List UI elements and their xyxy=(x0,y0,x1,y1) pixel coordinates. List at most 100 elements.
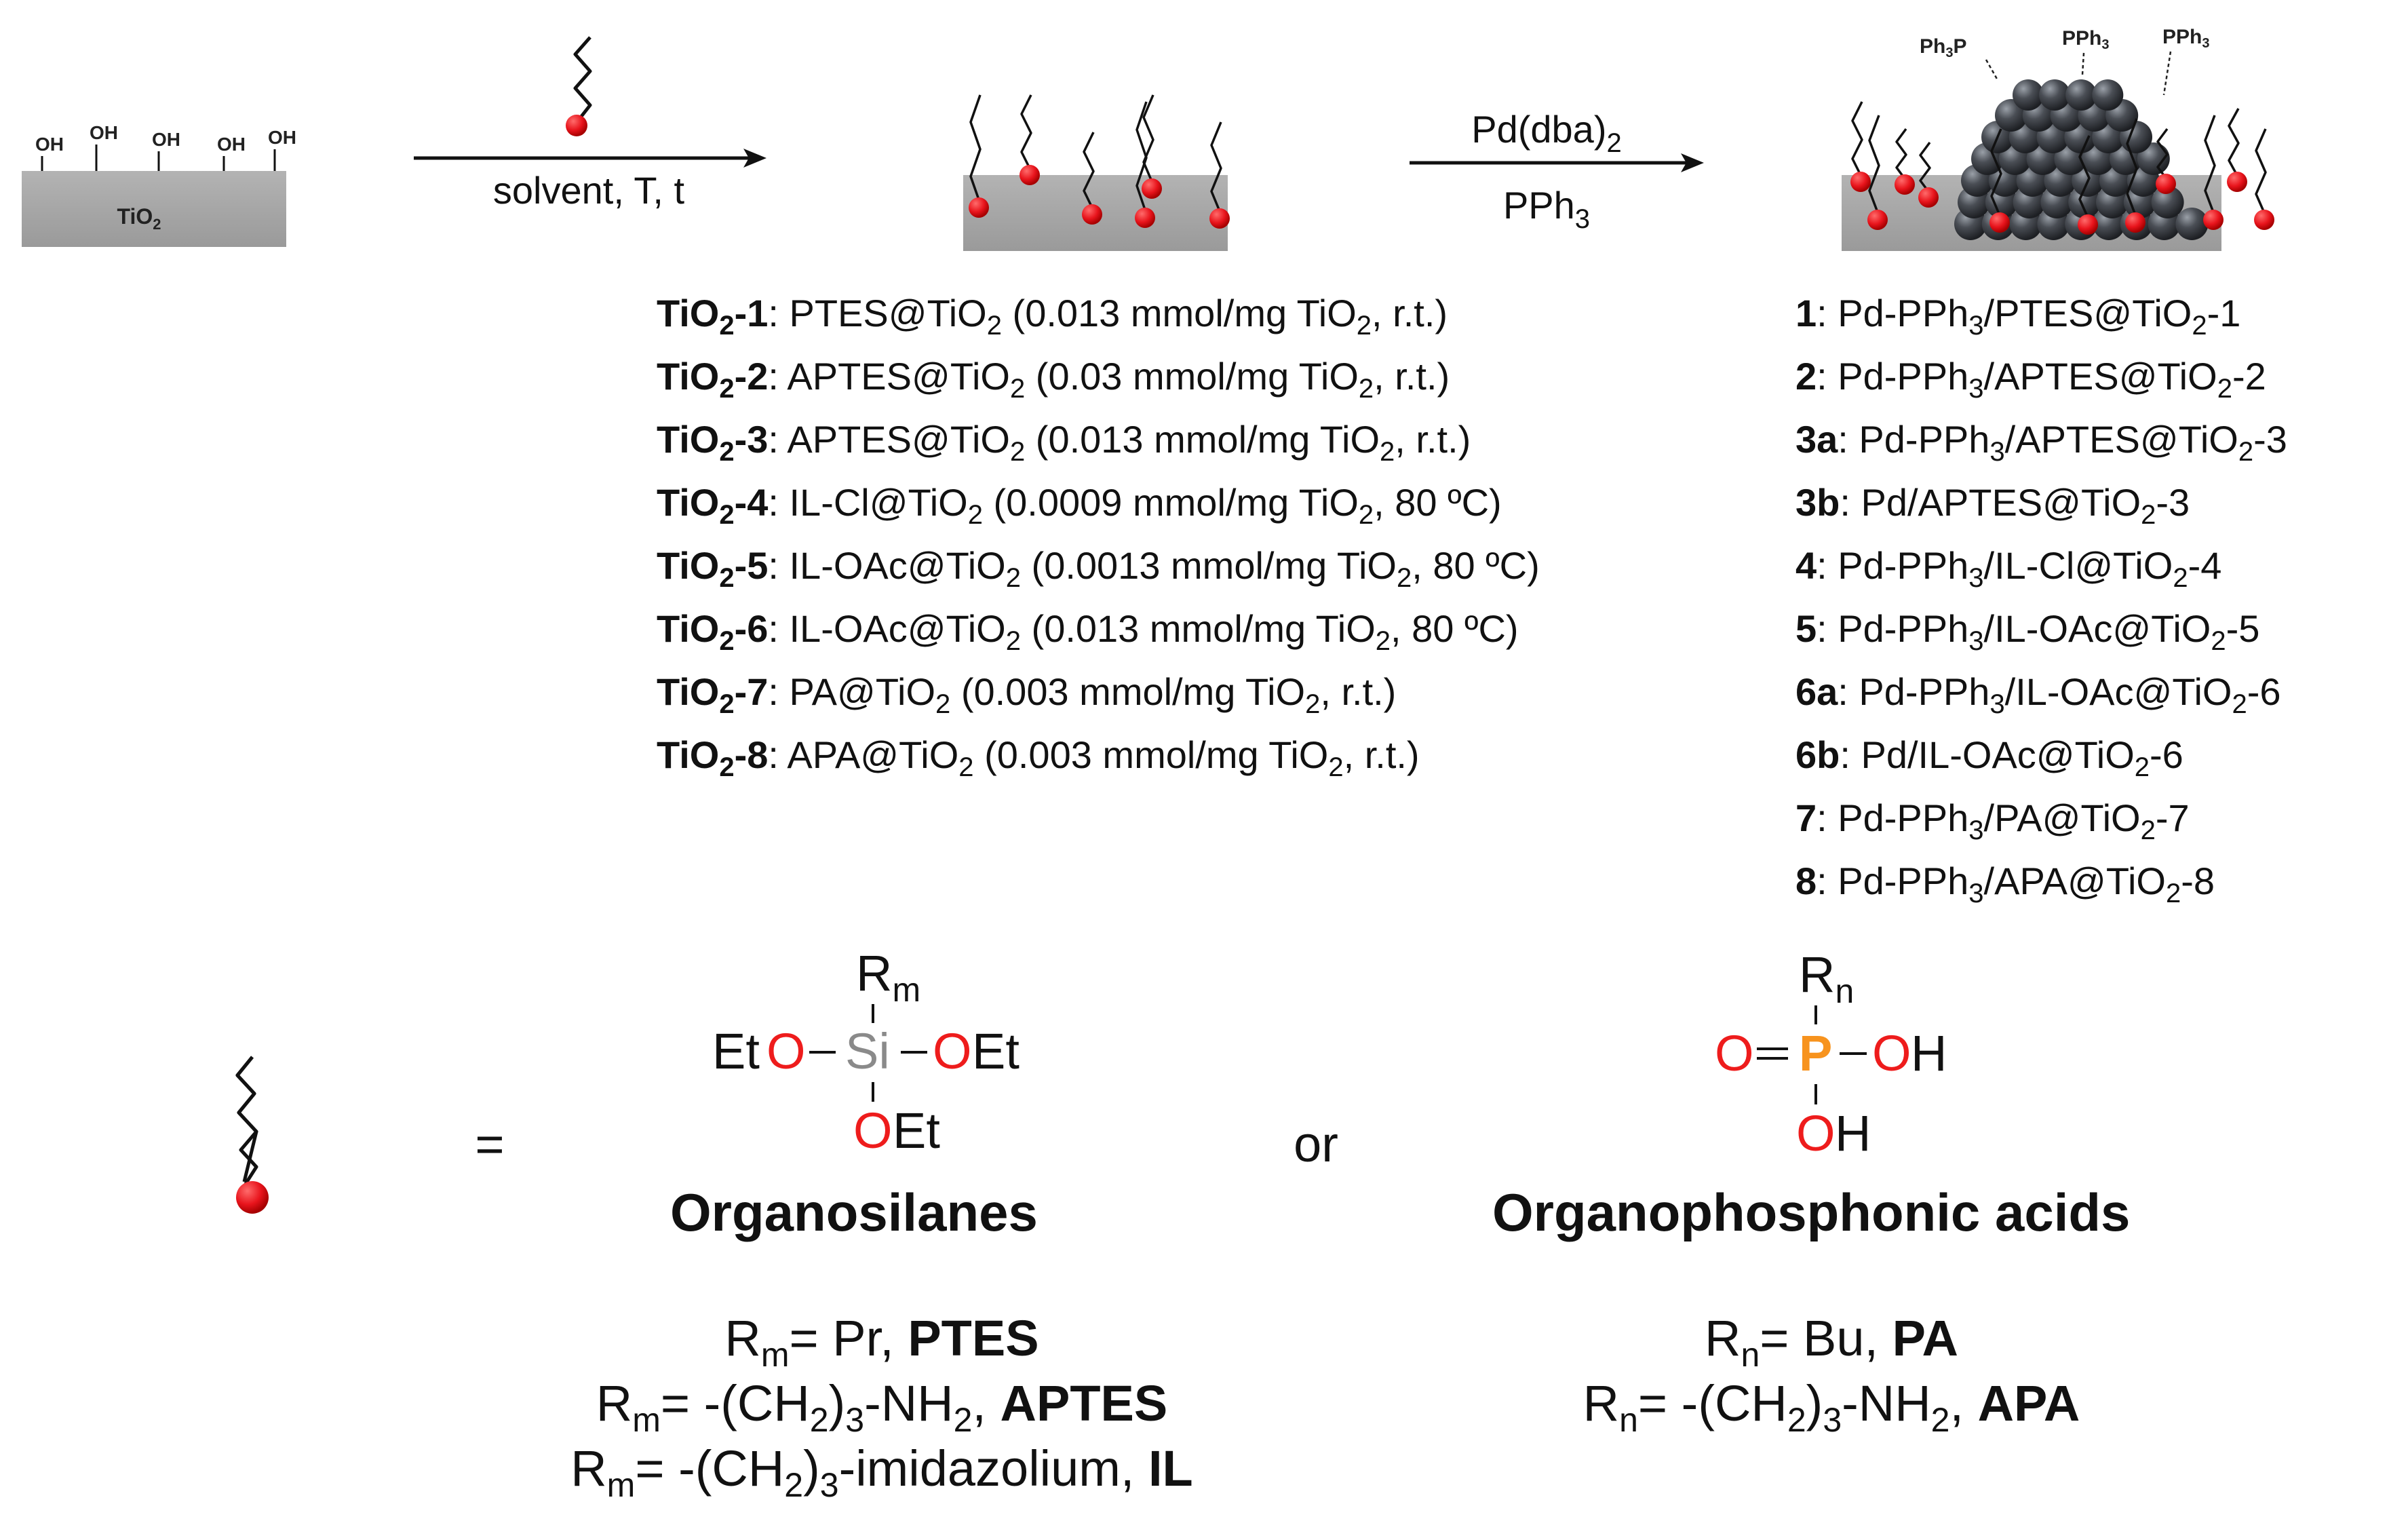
support-conditions: (0.013 mmol/mg TiO2, 80 ºC) xyxy=(1020,607,1519,656)
support-conditions: (0.0013 mmol/mg TiO2, 80 ºC) xyxy=(1020,544,1540,593)
step2-reagent-bottom: PPh3 xyxy=(1503,184,1590,234)
anchor-head xyxy=(2125,212,2145,233)
alkyl-chain xyxy=(1142,94,1154,185)
alkyl-chain xyxy=(1990,128,2002,219)
support-conditions: (0.013 mmol/mg TiO2, r.t.) xyxy=(1001,292,1448,341)
product-grafted-chains xyxy=(1850,101,2274,235)
ligand-label-3: PPh3 xyxy=(2162,26,2209,51)
r-group-definition: Rm= -(CH2)3-NH2, APTES xyxy=(596,1375,1168,1439)
support-conditions: (0.0009 mmol/mg TiO2, 80 ºC) xyxy=(982,481,1502,530)
anchor-head xyxy=(2203,210,2223,230)
support-label: TiO2 xyxy=(117,204,161,233)
pd-atom xyxy=(2151,186,2184,218)
pd-atom xyxy=(2137,142,2170,175)
anchor-head xyxy=(1209,208,1230,229)
support-code: TiO2-1 xyxy=(657,292,769,341)
catalyst-name: Pd-PPh3/APTES@TiO2-2 xyxy=(1838,355,2266,404)
support-code: TiO2-4 xyxy=(657,481,769,530)
pd-atom xyxy=(2092,79,2124,111)
hydroxyl-label: OH xyxy=(90,122,118,143)
catalyst-entry: 3a: Pd-PPh3/APTES@TiO2-3 xyxy=(1795,418,2287,467)
anchor-head xyxy=(1989,212,2010,233)
phosphonic-double-o: O xyxy=(1715,1025,1754,1081)
catalyst-entry: 7: Pd-PPh3/PA@TiO2-7 xyxy=(1795,796,2190,845)
alkyl-chain xyxy=(2126,118,2138,219)
catalyst-name: Pd-PPh3/APTES@TiO2-3 xyxy=(1859,418,2287,467)
phosphonic-r-group: Rn xyxy=(1799,946,1854,1010)
silane-left-et: Et xyxy=(712,1023,760,1079)
alkyl-chain xyxy=(1135,101,1148,214)
r-group-definition: Rm= -(CH2)3-imidazolium, IL xyxy=(570,1440,1193,1504)
anchor-head xyxy=(1135,208,1155,228)
organosilane-structure: Rm Et O Si O Et O Et xyxy=(712,945,1019,1159)
support-entry: TiO2-6: IL-OAc@TiO2 (0.013 mmol/mg TiO2,… xyxy=(657,607,1519,656)
support-name: PA@TiO2 xyxy=(789,670,951,719)
support-entry: TiO2-2: APTES@TiO2 (0.03 mmol/mg TiO2, r… xyxy=(657,355,1450,404)
catalyst-name: Pd-PPh3/APA@TiO2-8 xyxy=(1838,860,2215,908)
alkyl-chain xyxy=(1868,115,1880,216)
support-entry: TiO2-1: PTES@TiO2 (0.013 mmol/mg TiO2, r… xyxy=(657,292,1448,341)
alkyl-chain xyxy=(1895,128,1907,182)
alkyl-chain xyxy=(1210,121,1222,215)
silane-bottom-et: Et xyxy=(893,1102,940,1159)
anchor-head xyxy=(1082,204,1102,225)
alkyl-chain xyxy=(969,94,982,204)
catalyst-name: Pd-PPh3/IL-OAc@TiO2-6 xyxy=(1859,670,2281,719)
catalyst-name: Pd-PPh3/PTES@TiO2-1 xyxy=(1838,292,2241,341)
silane-right-o: O xyxy=(933,1023,972,1079)
support-list: TiO2-1: PTES@TiO2 (0.013 mmol/mg TiO2, r… xyxy=(657,282,1540,786)
reaction-arrow-1 xyxy=(414,149,766,168)
phosphonic-bottom-h: H xyxy=(1835,1105,1871,1161)
anchor-head xyxy=(1850,172,1871,192)
pd-nanoparticle xyxy=(1954,79,2209,240)
catalyst-entry: 4: Pd-PPh3/IL-Cl@TiO2-4 xyxy=(1795,544,2222,593)
support-name: IL-OAc@TiO2 xyxy=(789,607,1021,656)
silane-bottom-o: O xyxy=(853,1102,893,1159)
ligand-label-2: PPh3 xyxy=(2062,27,2109,52)
support-code: TiO2-7 xyxy=(657,670,769,719)
alkyl-chain xyxy=(2204,115,2216,216)
catalyst-entry: 1: Pd-PPh3/PTES@TiO2-1 xyxy=(1795,292,2241,341)
support-name: PTES@TiO2 xyxy=(789,292,1002,341)
phosphonic-right-h: H xyxy=(1911,1025,1947,1081)
hydroxyl-label: OH xyxy=(217,134,246,155)
pd-atom xyxy=(2175,208,2209,240)
anchor-head xyxy=(969,197,989,218)
catalyst-entry: 6a: Pd-PPh3/IL-OAc@TiO2-6 xyxy=(1795,670,2281,719)
pd-atom xyxy=(2065,79,2097,111)
catalyst-id: 6a xyxy=(1795,670,1838,713)
hydroxyl-label: OH xyxy=(35,134,64,155)
support-code: TiO2-5 xyxy=(657,544,769,593)
functionalized-tio2 xyxy=(963,94,1230,251)
ligand-label-1: Ph3P xyxy=(1920,35,1966,60)
anchor-head xyxy=(1895,174,1915,195)
pd-atom xyxy=(2013,79,2044,111)
support-conditions: (0.03 mmol/mg TiO2, r.t.) xyxy=(1025,355,1450,404)
r-group-definition: Rm= Pr, PTES xyxy=(724,1310,1039,1374)
pd-atom xyxy=(2039,79,2071,111)
support-conditions: (0.003 mmol/mg TiO2, r.t.) xyxy=(973,733,1420,782)
legend-anchor-symbol xyxy=(235,1056,269,1214)
alkyl-chain xyxy=(1083,132,1095,211)
support-name: IL-OAc@TiO2 xyxy=(789,544,1021,593)
catalyst-id: 3a xyxy=(1795,418,1838,461)
catalyst-id: 8 xyxy=(1795,860,1817,902)
phosphonic-acid-structure: Rn O P O H O H xyxy=(1715,946,1947,1161)
alkyl-chain xyxy=(1919,141,1931,195)
support-entry: TiO2-8: APA@TiO2 (0.003 mmol/mg TiO2, r.… xyxy=(657,733,1420,782)
alkyl-chain xyxy=(1851,101,1863,178)
step1-conditions: solvent, T, t xyxy=(493,169,685,212)
anchor-head xyxy=(2078,214,2098,235)
support-entry: TiO2-5: IL-OAc@TiO2 (0.0013 mmol/mg TiO2… xyxy=(657,544,1540,593)
catalyst-id: 2 xyxy=(1795,355,1817,398)
hydroxyl-label: OH xyxy=(152,129,180,150)
catalyst-name: Pd/APTES@TiO2-3 xyxy=(1861,481,2190,530)
step2-reagent-top: Pd(dba)2 xyxy=(1471,108,1621,158)
catalyst-entry: 2: Pd-PPh3/APTES@TiO2-2 xyxy=(1795,355,2266,404)
phosphonic-heading: Organophosphonic acids xyxy=(1492,1182,2131,1242)
support-name: APA@TiO2 xyxy=(787,733,974,782)
silane-left-o: O xyxy=(766,1023,806,1079)
